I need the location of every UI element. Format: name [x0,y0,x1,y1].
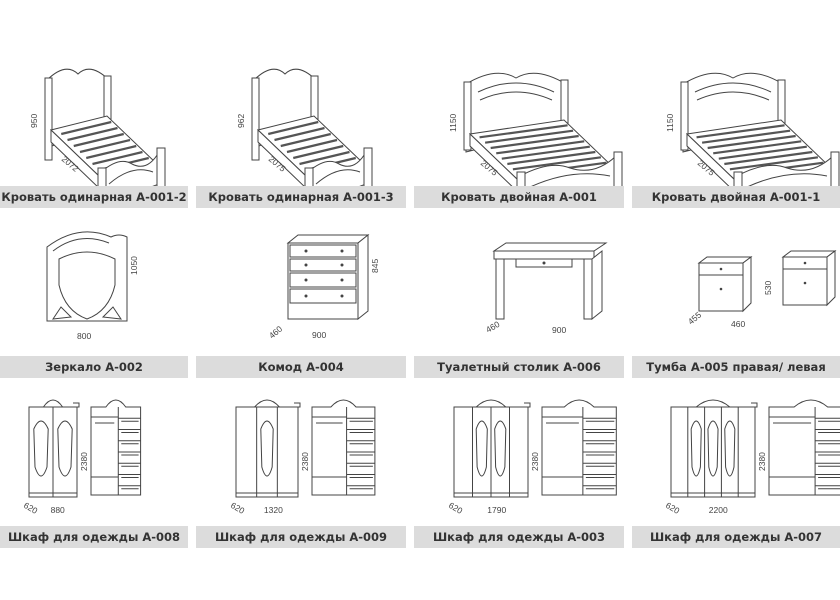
product-title[interactable]: Кровать двойная А-001-1 [632,186,840,208]
dimension-label: 2380 [757,452,767,471]
wardrobe-drawing: 2380 620 1790 [447,399,617,516]
dimension-label: 962 [236,114,246,128]
dimension-label: 1150 [448,113,458,132]
dimension-label: 620 [664,500,682,516]
mirror-drawing: 1050 800 [46,231,139,341]
product-title[interactable]: Шкаф для одежды А-009 [196,526,406,548]
dimension-label: 2380 [79,452,89,471]
wardrobe-drawing: 2380 620 880 [22,399,142,516]
dimension-label: 460 [267,324,285,341]
dimension-label: 620 [22,500,40,516]
dimension-label: 455 [686,310,704,327]
product-card[interactable]: 2380 620 1790 Шкаф для одежды А-003 [414,385,624,548]
dimension-label: 950 [29,114,39,128]
dimension-label: 530 [763,281,773,295]
product-card[interactable]: 95020721024 Кровать одинарная А-001-2 [0,50,188,210]
dimension-label: 620 [229,500,247,516]
product-title[interactable]: Туалетный столик А-006 [414,356,624,378]
product-card[interactable]: 115020751724 Кровать двойная А-001 [414,50,624,210]
chest-drawing: 845 460 900 [267,233,380,341]
product-title[interactable]: Кровать одинарная А-001-3 [196,186,406,208]
dimension-label: 880 [51,505,65,515]
wardrobe-drawing: 2380 620 2200 [664,399,840,516]
product-card[interactable]: 1050 800 Зеркало А-002 [0,215,188,378]
dimension-label: 1150 [665,113,675,132]
bed-single-drawing: 96220751024 [236,68,373,186]
product-title[interactable]: Кровать двойная А-001 [414,186,624,208]
dimension-label: 620 [447,500,465,516]
product-title[interactable]: Зеркало А-002 [0,356,188,378]
bed-double-drawing: 115020751724 [448,72,623,186]
dimension-label: 460 [484,319,502,335]
product-title[interactable]: Шкаф для одежды А-007 [632,526,840,548]
dimension-label: 460 [731,319,745,329]
dimension-label: 900 [312,330,326,340]
product-card[interactable]: 115020751924 Кровать двойная А-001-1 [632,50,840,210]
product-card[interactable]: 2380 620 1320 Шкаф для одежды А-009 [196,385,406,548]
product-card[interactable]: 2380 620 880 Шкаф для одежды А-008 [0,385,188,548]
product-title[interactable]: Шкаф для одежды А-003 [414,526,624,548]
dimension-label: 1050 [129,256,139,275]
dimension-label: 845 [370,259,380,273]
product-card[interactable]: 2380 620 2200 Шкаф для одежды А-007 [632,385,840,548]
product-card[interactable]: 460 900 Туалетный столик А-006 [414,215,624,378]
dimension-label: 2380 [530,452,540,471]
dimension-label: 1790 [487,505,506,515]
table-drawing: 460 900 [484,242,608,335]
product-card[interactable]: 845 460 900 Комод А-004 [196,215,406,378]
wardrobe-drawing: 2380 620 1320 [229,399,376,516]
product-title[interactable]: Шкаф для одежды А-008 [0,526,188,548]
dimension-label: 2200 [709,505,728,515]
product-card[interactable]: 96220751024 Кровать одинарная А-001-3 [196,50,406,210]
dimension-label: 2380 [300,452,310,471]
product-card[interactable]: 530 455 460 Тумба А-005 правая/ левая [632,215,840,378]
nightstand-drawing: 530 455 460 [686,250,837,329]
dimension-label: 900 [552,325,566,335]
dimension-label: 800 [77,331,91,341]
bed-double-drawing: 115020751924 [665,72,840,186]
product-title[interactable]: Комод А-004 [196,356,406,378]
product-title[interactable]: Кровать одинарная А-001-2 [0,186,188,208]
product-title[interactable]: Тумба А-005 правая/ левая [632,356,840,378]
dimension-label: 1320 [264,505,283,515]
bed-single-drawing: 95020721024 [29,68,166,186]
